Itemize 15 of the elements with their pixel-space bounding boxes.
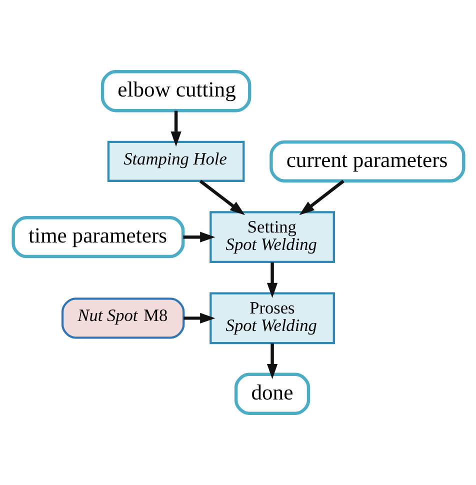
node-box: current parameters — [269, 140, 465, 182]
arrow — [266, 262, 278, 298]
node-box: elbow cutting — [100, 70, 251, 112]
arrow — [198, 180, 244, 216]
node-box: done — [234, 372, 310, 415]
arrow — [183, 312, 215, 324]
arrow — [298, 180, 344, 216]
node-box: Setting Spot Welding — [209, 211, 334, 264]
node-box: Nut Spot M8 — [60, 298, 184, 339]
node-box: Stamping Hole — [106, 140, 244, 182]
arrow — [266, 343, 278, 380]
arrow — [170, 110, 181, 147]
node-box: time parameters — [11, 216, 184, 258]
node-box: Proses Spot Welding — [209, 292, 334, 344]
arrow — [182, 232, 215, 242]
